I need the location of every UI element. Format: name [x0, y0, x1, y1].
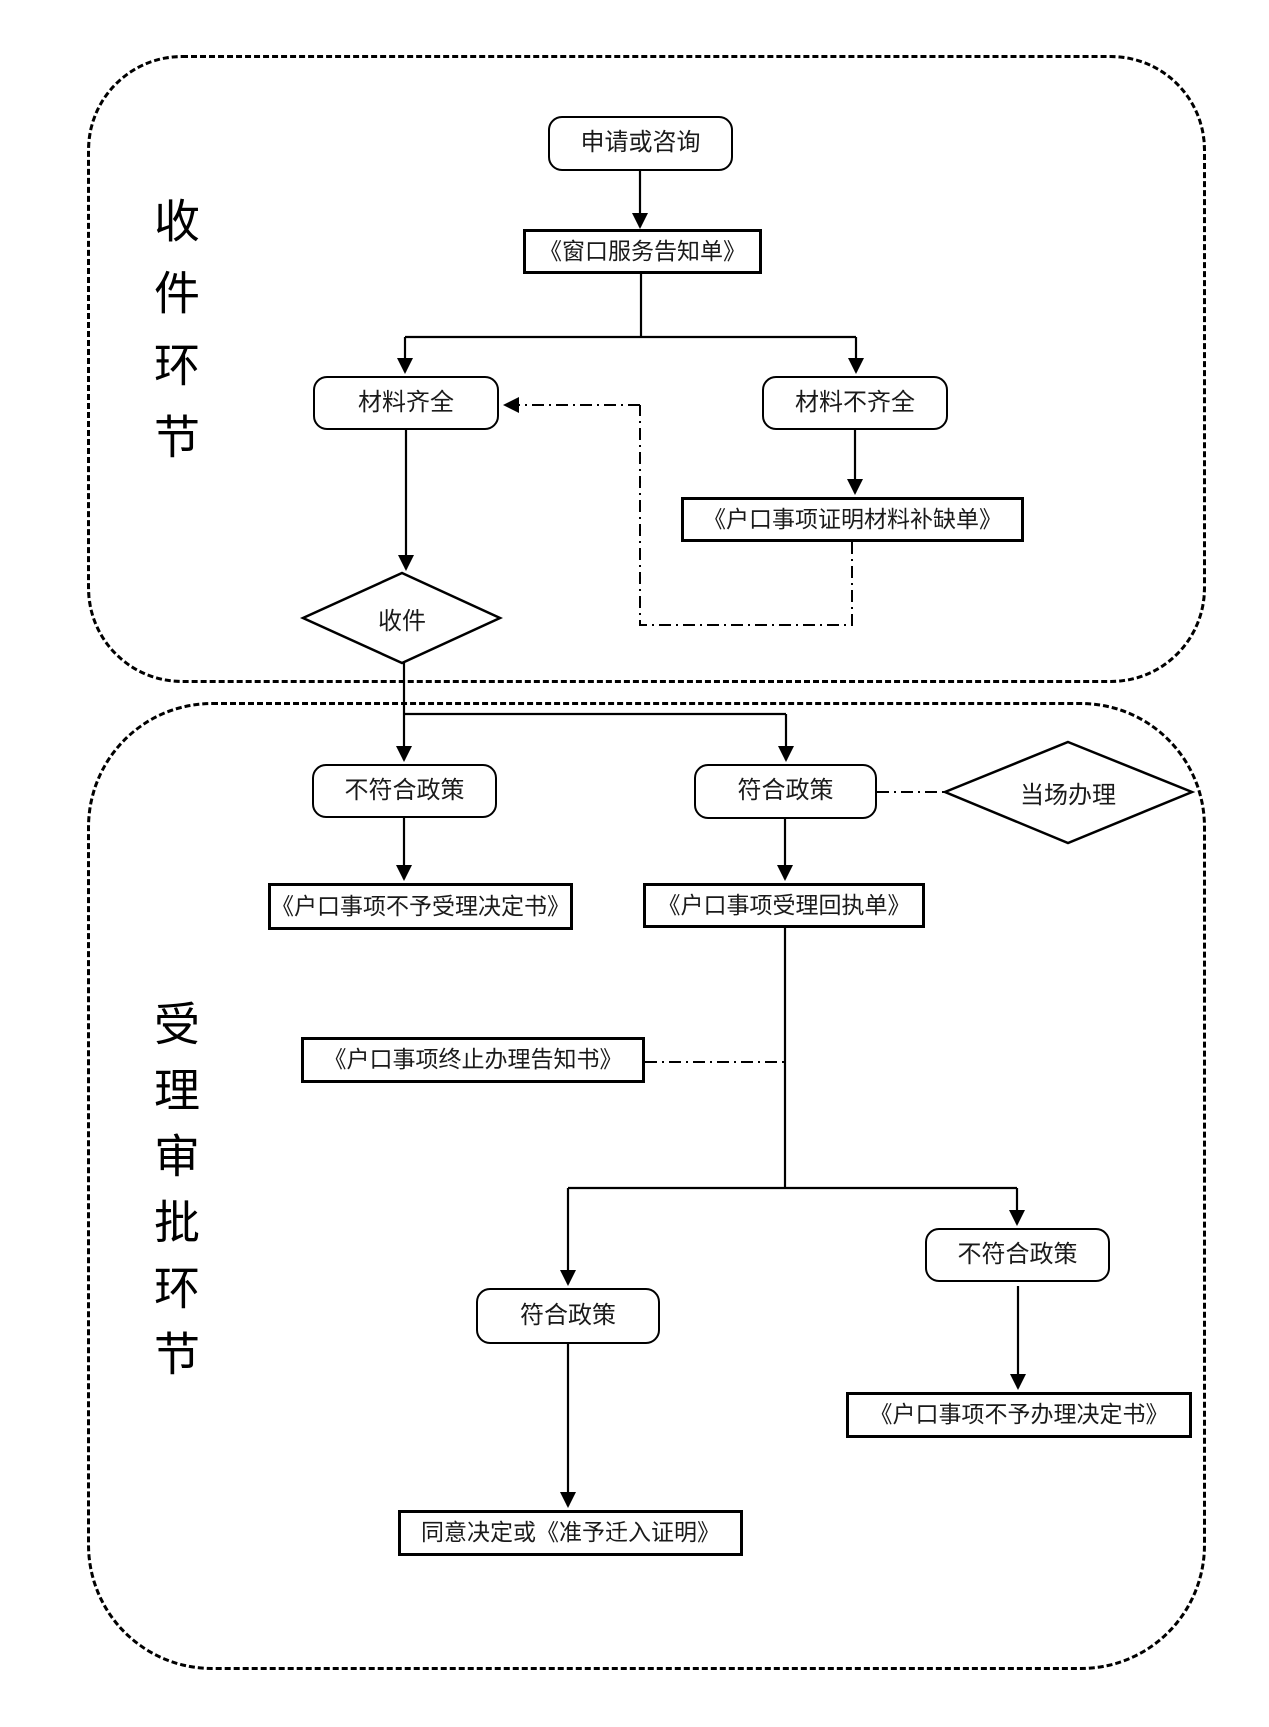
stage-review-label: 受理审批环节 [148, 1000, 200, 1396]
node-policy-pass-2: 符合政策 [476, 1288, 660, 1344]
node-materials-incomplete: 材料不齐全 [762, 376, 948, 430]
stage-intake-container [87, 55, 1206, 683]
node-service-notice: 《窗口服务告知单》 [523, 229, 762, 274]
node-start: 申请或咨询 [548, 116, 733, 171]
node-policy-fail-1: 不符合政策 [312, 764, 497, 818]
node-supplement-list: 《户口事项证明材料补缺单》 [681, 497, 1024, 542]
receive-decision-diamond [299, 571, 503, 665]
onsite-handling-diamond [941, 740, 1196, 845]
node-receive-decision-label: 收件 [378, 607, 426, 635]
node-rejection-decision: 《户口事项不予受理决定书》 [268, 883, 573, 930]
node-onsite-handling-label: 当场办理 [1020, 781, 1116, 809]
stage-review-container [87, 702, 1206, 1670]
node-acceptance-receipt: 《户口事项受理回执单》 [643, 883, 925, 928]
connector-supplement-feedback [639, 405, 853, 626]
node-approval: 同意决定或《准予迁入证明》 [398, 1510, 743, 1556]
node-materials-complete: 材料齐全 [313, 376, 499, 430]
node-no-handling-decision: 《户口事项不予办理决定书》 [846, 1392, 1192, 1438]
node-policy-fail-2: 不符合政策 [925, 1228, 1110, 1282]
node-policy-pass-1: 符合政策 [694, 764, 877, 819]
node-termination-notice: 《户口事项终止办理告知书》 [301, 1037, 645, 1083]
stage-intake-label: 收件环节 [148, 197, 200, 485]
